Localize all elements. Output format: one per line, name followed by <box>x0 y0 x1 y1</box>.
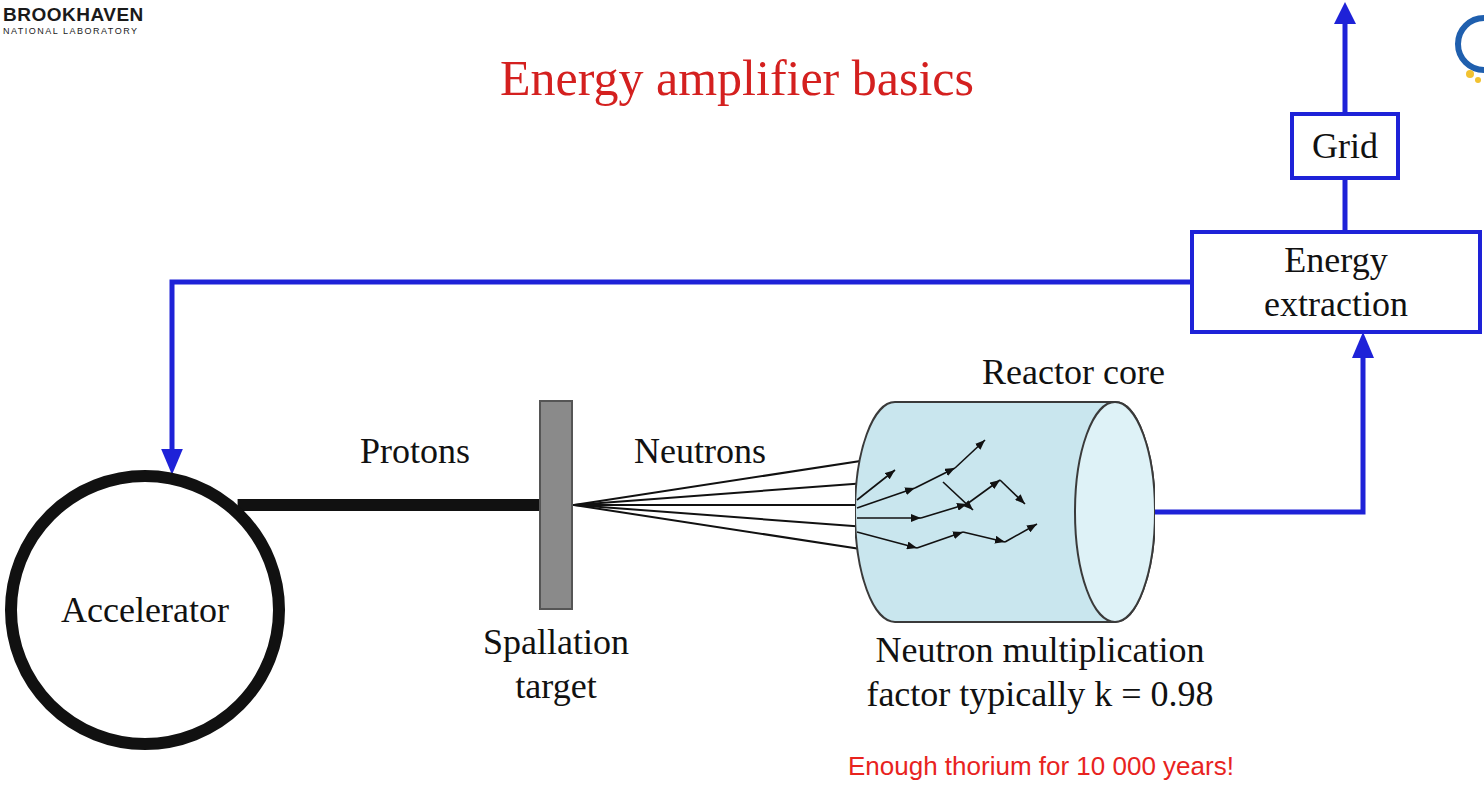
node-text: Accelerator <box>61 588 229 632</box>
note: Neutron multiplication factor typically … <box>830 628 1250 716</box>
node-text: Spallation target <box>446 620 666 708</box>
target-plate <box>539 400 573 610</box>
flow-arrow <box>1155 348 1363 512</box>
node-text: Energy extraction <box>1234 238 1438 326</box>
edge-label: Neutrons <box>630 429 770 473</box>
title: Energy amplifier basics <box>287 48 1187 108</box>
partner-logo <box>1458 18 1484 83</box>
proton-beam <box>238 499 539 511</box>
node-text: Reactor core <box>855 350 1165 394</box>
logo-text: BROOKHAVEN <box>3 4 144 26</box>
accelerator-ring: Accelerator <box>5 470 285 750</box>
highlight-note: Enough thorium for 10 000 years! <box>848 750 1234 782</box>
cylinder-outline <box>855 400 1155 624</box>
neutron-path <box>573 504 855 506</box>
node-text: Grid <box>1312 124 1378 168</box>
logo-subtext: NATIONAL LABORATORY <box>3 26 139 36</box>
process-box: Energy extraction <box>1190 230 1482 334</box>
edge-label: Protons <box>356 429 474 473</box>
reactor-core-cylinder: Reactor core <box>855 350 1165 624</box>
arrow-head <box>1334 2 1356 24</box>
output-arrow <box>1343 22 1348 116</box>
output-box: Grid <box>1290 112 1400 180</box>
flow-line <box>1343 180 1348 230</box>
